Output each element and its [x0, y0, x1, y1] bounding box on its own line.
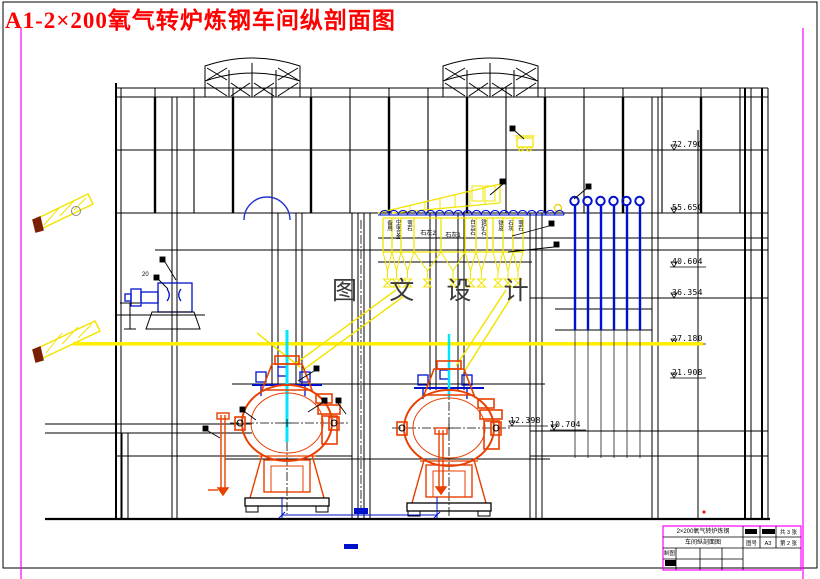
swing-radius-arc — [243, 196, 291, 221]
column-grid — [115, 83, 769, 519]
bunker-label: 石灰 — [507, 220, 513, 231]
titleblock-project-line2: 车间纵剖面图 — [684, 540, 721, 546]
elevation-label: 27.180 — [672, 334, 703, 343]
charging-conveyor — [378, 209, 565, 216]
machine-note: 20 — [142, 272, 149, 278]
bunker-label: 石灰2 — [420, 231, 436, 237]
dimension-line — [278, 497, 441, 549]
sublance-rack — [569, 195, 645, 458]
hook-symbol — [553, 203, 563, 213]
bunker-label: 铁皮 — [497, 220, 503, 231]
titleblock-sheets-total: 共 3 张 — [779, 529, 798, 536]
drawing-frame — [20, 28, 804, 579]
bunker-label: 石灰1 — [445, 233, 461, 239]
watermark: 图 文 设 计 — [332, 278, 542, 305]
titleblock-project-line1: 2×200氧气转炉炼钢 — [676, 529, 730, 535]
title-block — [662, 525, 802, 571]
leader-markers — [153, 125, 592, 439]
bunker-label: 萤石 — [406, 220, 412, 231]
manipulator-rod-2 — [434, 427, 448, 496]
lance-hoist-machine — [120, 282, 201, 330]
building-frame — [45, 87, 770, 521]
elevation-label: 12.398 — [510, 416, 541, 425]
titleblock-drawn-label: 制图 — [663, 551, 675, 557]
roof-monitor-right — [442, 57, 539, 97]
material-bunkers — [382, 217, 524, 288]
elevation-label: 21.908 — [672, 368, 703, 377]
bunker-label: 备用 — [386, 220, 392, 231]
elevation-label: 36.354 — [672, 288, 703, 297]
charging-chutes — [256, 289, 513, 373]
elevation-label: 10.704 — [550, 420, 581, 429]
crane-rail-beam — [73, 342, 703, 346]
elevation-label: 55.650 — [672, 203, 703, 212]
converter-2 — [396, 360, 503, 517]
roof-monitor-left — [204, 57, 301, 97]
converter-1 — [234, 355, 341, 513]
bunker-chute-truss — [377, 183, 501, 214]
crane-bracket-truss-lower — [32, 320, 102, 363]
manipulator-rod-1 — [208, 412, 230, 497]
bunker-label: 中废合金 — [395, 219, 401, 239]
titleblock-sheet-no: 第 2 张 — [779, 540, 798, 547]
red-dot-mark — [702, 510, 706, 514]
drawing-title: A1-2×200氧气转炉炼钢车间纵剖面图 — [5, 8, 396, 33]
bunker-label: 铁矿石 — [480, 219, 486, 236]
bunker-label: 萤石 — [517, 220, 523, 231]
crane-bracket-truss-upper — [32, 193, 95, 233]
bunker-label: 白云石 — [469, 219, 475, 236]
titleblock-drawing-no-label: 图号 — [745, 540, 757, 547]
titleblock-drawing-no: A3 — [764, 540, 772, 547]
crane-trolley-symbol — [515, 135, 535, 152]
elevation-label: 40.604 — [672, 257, 703, 266]
elevation-label: 72.790 — [672, 140, 703, 149]
